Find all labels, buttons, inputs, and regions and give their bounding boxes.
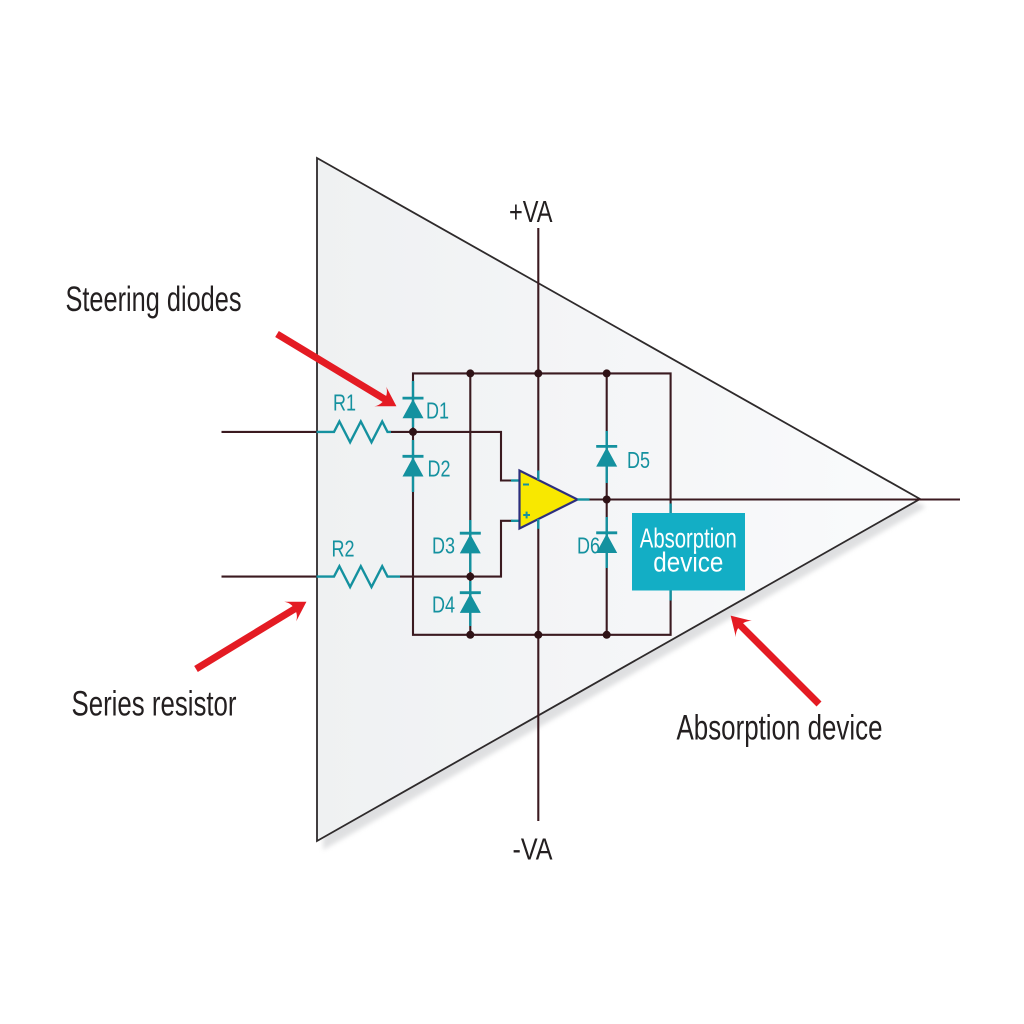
svg-text:D2: D2 bbox=[428, 456, 451, 482]
svg-text:Steering diodes: Steering diodes bbox=[66, 280, 242, 319]
svg-text:device: device bbox=[653, 547, 723, 578]
svg-text:Absorption device: Absorption device bbox=[677, 709, 883, 748]
svg-text:D4: D4 bbox=[432, 592, 455, 618]
svg-text:D5: D5 bbox=[627, 447, 650, 473]
svg-text:Absorption: Absorption bbox=[640, 523, 737, 554]
svg-text:Series resistor: Series resistor bbox=[72, 685, 237, 724]
svg-text:D3: D3 bbox=[432, 533, 455, 559]
svg-text:D1: D1 bbox=[426, 398, 449, 424]
svg-text:-VA: -VA bbox=[513, 833, 554, 867]
svg-text:+VA: +VA bbox=[509, 195, 553, 229]
svg-text:D6: D6 bbox=[577, 533, 600, 559]
svg-text:R2: R2 bbox=[332, 536, 355, 562]
svg-text:R1: R1 bbox=[333, 390, 356, 416]
